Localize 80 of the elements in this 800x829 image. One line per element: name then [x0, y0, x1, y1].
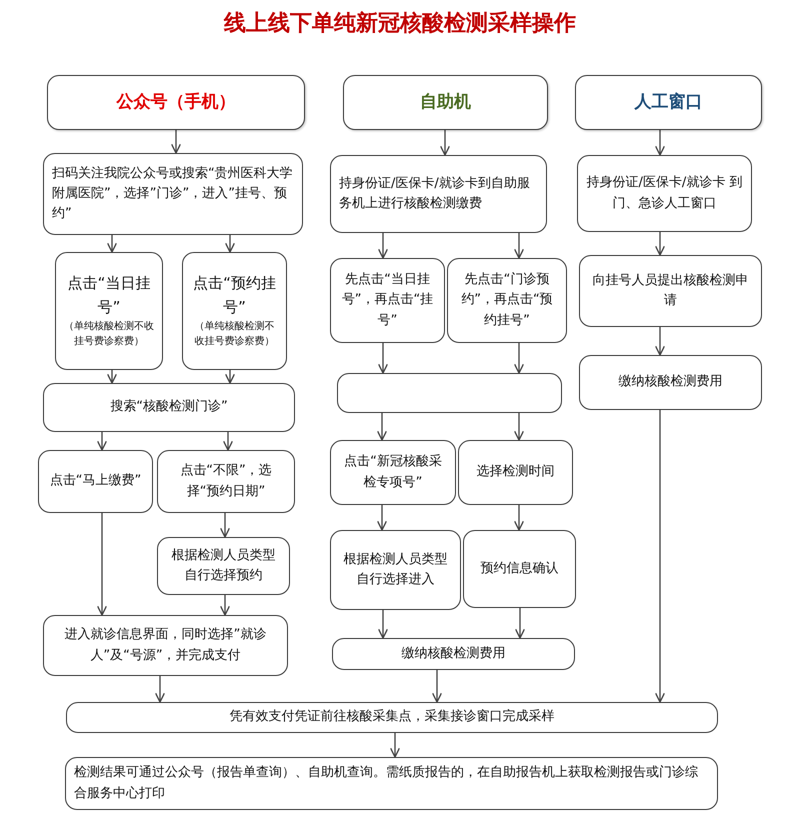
arrow [514, 413, 524, 441]
step-text: 搜索“核酸检测门诊” [110, 398, 228, 416]
process-box [43, 153, 303, 235]
process-box [579, 255, 762, 327]
step-text: 缴纳核酸检测费用 [402, 644, 506, 663]
process-box [55, 252, 163, 370]
step-text: 先点击“门诊预约”，再点击“预约挂号” [460, 271, 554, 330]
arrow [376, 505, 388, 531]
step-text: 点击“马上缴费” [50, 472, 142, 490]
process-box [43, 383, 295, 432]
arrow [514, 343, 524, 374]
step-text: 点击“不限”，选择“预约日期” [179, 462, 273, 500]
arrow [654, 232, 666, 256]
header-text: 公众号（手机） [116, 91, 236, 114]
arrow [514, 608, 526, 639]
process-box [337, 373, 562, 413]
process-box [157, 537, 290, 595]
arrow [222, 432, 234, 451]
process-box [579, 355, 762, 410]
arrow [378, 233, 388, 259]
process-box [38, 450, 153, 513]
arrow [432, 670, 442, 703]
process-box [332, 638, 575, 670]
step-text: 先点击“当日挂号”，再点击“挂号” [340, 271, 434, 330]
arrow [440, 130, 450, 156]
arrow [96, 432, 108, 451]
arrow [96, 513, 108, 616]
step-text: 扫码关注我院公众号或搜索“贵州医科大学附属医院”，选择”门诊”，进入”挂号、预约” [52, 164, 294, 224]
header-box [343, 75, 548, 130]
arrow [378, 343, 388, 374]
header-text: 自助机 [420, 91, 471, 114]
arrow [654, 130, 666, 156]
arrow [390, 733, 400, 758]
arrow [378, 610, 388, 639]
process-box [330, 258, 445, 343]
step-text: 持身份证/医保卡/就诊卡 到门、急诊人工窗口 [586, 174, 743, 212]
process-box [330, 530, 461, 610]
step-text: 根据检测人员类型自行选择进入 [342, 550, 448, 589]
process-box [463, 530, 576, 608]
header-box [575, 75, 762, 130]
step-text: 根据检测人员类型自行选择预约 [170, 546, 276, 585]
step-text: 点击“预约挂号” [192, 273, 277, 318]
arrow [170, 130, 182, 154]
arrow [154, 676, 166, 703]
process-box [43, 615, 288, 676]
note-text: （单纯核酸检测不收挂号费诊察费） [194, 320, 276, 350]
diagram-title: 线上线下单纯新冠核酸检测采样操作 [222, 10, 577, 38]
process-box [157, 450, 295, 513]
process-box [458, 440, 573, 505]
arrow [106, 370, 118, 384]
process-box [182, 252, 287, 370]
arrow [514, 505, 524, 531]
process-box [330, 155, 547, 233]
header-text: 人工窗口 [634, 91, 702, 114]
process-box [65, 757, 718, 810]
step-text: 进入就诊信息界面，同时选择”就诊人”及“号源”，并完成支付 [64, 626, 268, 664]
step-text: 向挂号人员提出核酸检测申请 [592, 272, 750, 310]
arrow [654, 327, 666, 356]
step-text: 凭有效支付凭证前往核酸采集点，采集接诊窗口完成采样 [230, 708, 554, 726]
step-text: 选择检测时间 [476, 463, 554, 482]
arrow [654, 410, 666, 703]
arrow [106, 235, 118, 253]
step-text: 检测结果可通过公众号（报告单查询）、自助机查询。需纸质报告的，在自助报告机上获取检测报告或门诊综合服务中心打印 [74, 764, 699, 802]
step-text: 持身份证/医保卡/就诊卡到自助服务机上进行核酸检测缴费 [339, 174, 531, 213]
arrow [514, 233, 524, 259]
arrow [224, 235, 236, 253]
process-box [330, 440, 456, 505]
process-box [447, 258, 567, 343]
step-text: 缴纳核酸检测费用 [618, 373, 722, 392]
header-box [47, 75, 305, 130]
step-text: 点击“新冠核酸采检专项号” [343, 453, 443, 492]
process-box [66, 702, 718, 733]
note-text: （单纯核酸检测不收挂号费诊察费） [64, 320, 154, 350]
step-text: 预约信息确认 [480, 560, 558, 578]
process-box [577, 155, 752, 232]
arrow [220, 595, 230, 616]
arrow [220, 513, 230, 538]
arrow [376, 413, 388, 441]
step-text: 点击“当日挂号” [66, 273, 152, 318]
arrow [224, 370, 236, 384]
